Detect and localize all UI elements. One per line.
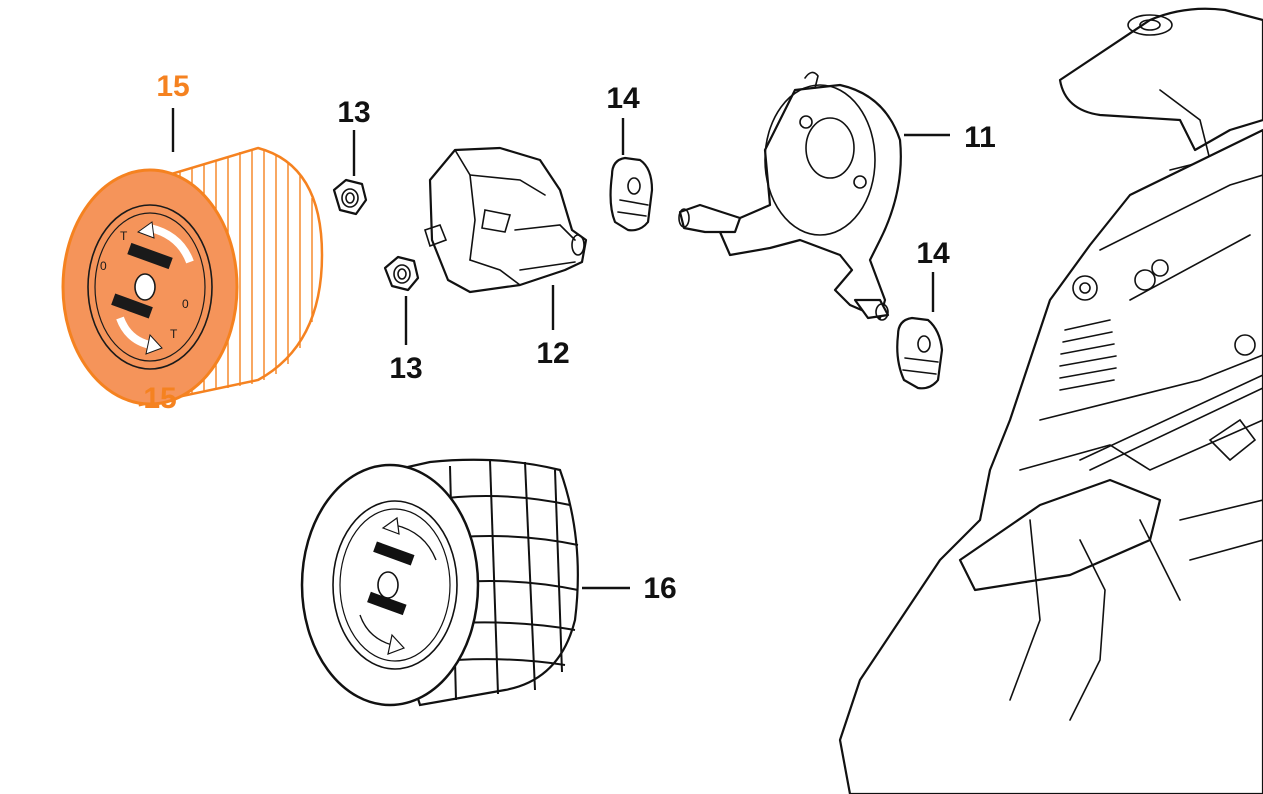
svg-text:T: T (120, 229, 128, 243)
callout-13-lower: 13 (389, 352, 422, 385)
bracket-part-12[interactable] (424, 146, 588, 294)
svg-text:0: 0 (182, 297, 189, 311)
rubber-mount-part-14-lower[interactable] (896, 316, 944, 390)
hex-nut-part-13-lower[interactable] (383, 255, 420, 292)
svg-text:0: 0 (100, 259, 107, 273)
callout-14-upper: 14 (606, 82, 640, 115)
callout-15: 15 (156, 70, 189, 103)
svg-text:T: T (170, 327, 178, 341)
callout-11: 11 (964, 121, 996, 154)
callout-15-lower: 15 (143, 382, 176, 415)
air-filter-part-15[interactable]: T 0 0 T (61, 146, 324, 407)
callout-12: 12 (536, 337, 569, 370)
air-filter-part-16[interactable] (300, 458, 579, 707)
callout-13-upper: 13 (337, 96, 370, 129)
carburetor-adapter-part-11[interactable] (678, 71, 902, 321)
hex-nut-part-13-upper[interactable] (332, 178, 368, 216)
rubber-mount-part-14-upper[interactable] (609, 156, 654, 232)
chainsaw-housing (838, 7, 1263, 794)
callout-14-lower: 14 (916, 237, 950, 270)
callout-16: 16 (643, 572, 676, 605)
